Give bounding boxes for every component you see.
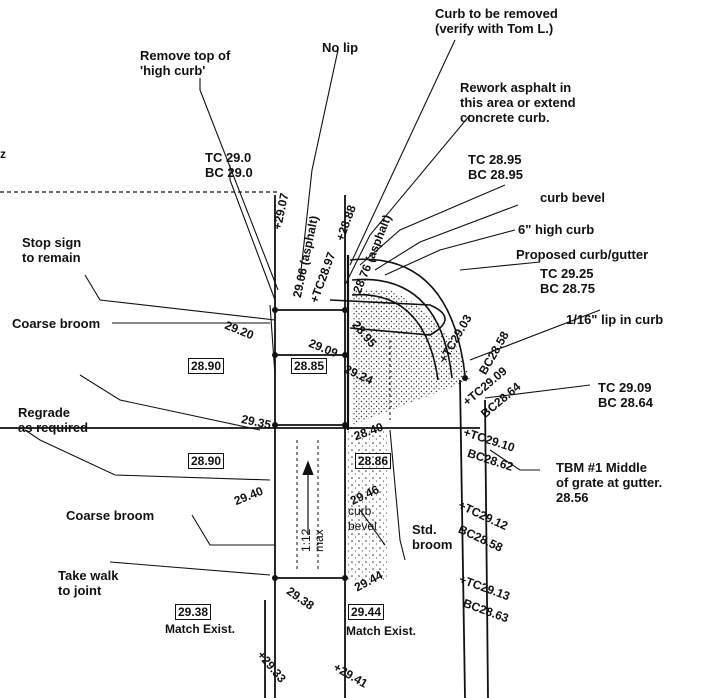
callout-tc-bc-left: TC 29.0 BC 29.0 (205, 150, 253, 180)
match-existing-left: Match Exist. (165, 622, 236, 636)
callout-lip-in-curb: 1/16" lip in curb (566, 312, 664, 327)
callout-std-broom: Std. broom (412, 522, 453, 552)
slope-arrow (302, 460, 314, 535)
box-2885: 28.85 (291, 358, 328, 374)
curb-ramp-stipple (352, 290, 470, 425)
edge-letter: z (0, 147, 6, 161)
callout-proposed-curb: Proposed curb/gutter (516, 247, 649, 262)
callout-curb-removed: Curb to be removed (verify with Tom L.) (435, 6, 558, 36)
callout-6in-curb: 6" high curb (518, 222, 595, 237)
callout-curb-bevel-top: curb bevel (540, 190, 606, 205)
box-2886: 28.86 (355, 453, 392, 469)
concrete-area-lower (347, 430, 387, 580)
curb-tongue (329, 299, 446, 336)
callout-tbm: TBM #1 Middle of grate at gutter. 28.56 (556, 460, 663, 505)
curb-right-line2 (484, 399, 489, 698)
callout-tc-bc-right: TC 29.09 BC 28.64 (598, 380, 653, 410)
callout-stop-sign: Stop sign to remain (22, 235, 82, 265)
callout-coarse-broom-1: Coarse broom (12, 316, 101, 331)
callout-no-lip: No lip (322, 40, 359, 55)
callout-coarse-broom-2: Coarse broom (66, 508, 155, 523)
callout-curb-bevel-low: curb bevel (348, 504, 377, 533)
callout-regrade: Regrade as required (18, 405, 89, 435)
callout-tc-bc-mid: TC 28.95 BC 28.95 (468, 152, 523, 182)
box-2890-bottom: 28.90 (188, 453, 225, 469)
callout-remove-top: Remove top of 'high curb' (140, 48, 231, 78)
box-2938: 29.38 (175, 604, 212, 620)
callout-rework-asphalt: Rework asphalt in this area or extend co… (460, 80, 576, 125)
curb-right-line (459, 379, 466, 698)
callout-take-walk: Take walk to joint (58, 568, 119, 598)
match-existing-right: Match Exist. (346, 624, 417, 638)
curb-arc-outer (349, 258, 466, 376)
box-2944: 29.44 (348, 604, 385, 620)
box-2890-top: 28.90 (188, 358, 225, 374)
label-max-slope: 1:12 max (299, 528, 326, 552)
curb-arc-inner (351, 293, 439, 381)
curb-arc-mid (351, 278, 453, 379)
callout-tc-bc-proposed: TC 29.25 BC 28.75 (540, 266, 595, 296)
